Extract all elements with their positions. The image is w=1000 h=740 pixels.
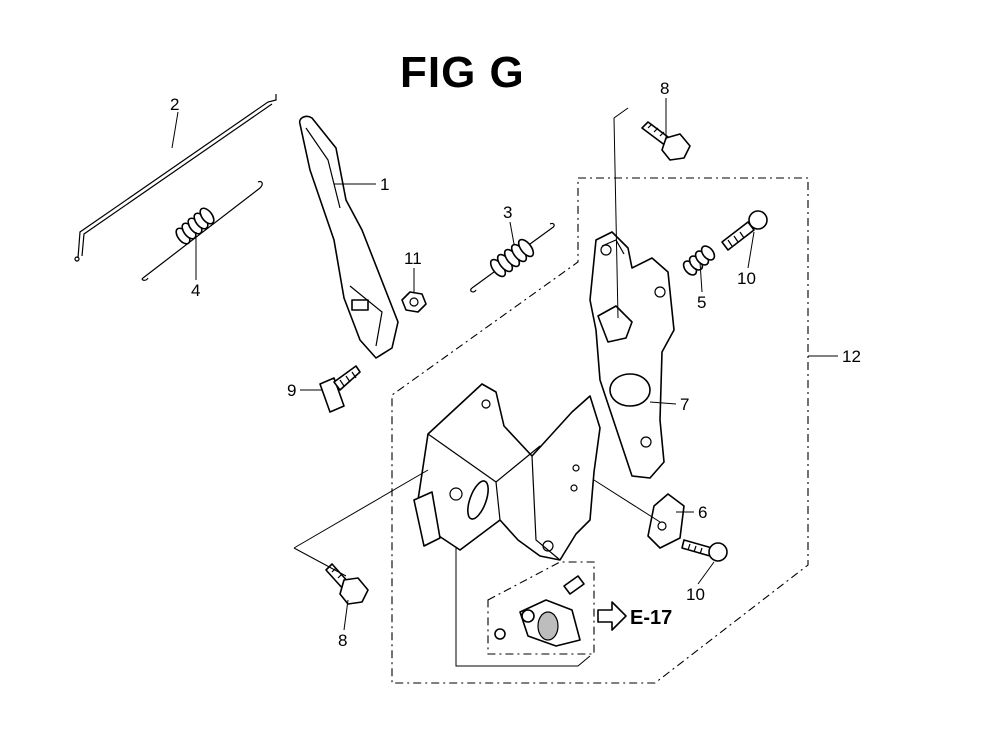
part-10-upper-bolt	[721, 210, 768, 251]
part-8-bottom-bolt	[325, 563, 369, 605]
callout-1: 1	[380, 175, 389, 194]
assembly-12-boundary	[391, 177, 809, 684]
callout-2: 2	[170, 95, 179, 114]
callout-9: 9	[287, 381, 296, 400]
reference-label-e17: E-17	[630, 607, 672, 629]
callout-leaders	[171, 98, 838, 631]
callout-5: 5	[697, 293, 706, 312]
callout-11: 11	[404, 249, 422, 268]
callout-10-upper: 10	[737, 269, 756, 288]
callout-7: 7	[680, 395, 689, 414]
part-9-bolt	[319, 365, 361, 413]
callout-4: 4	[191, 281, 200, 300]
callout-6: 6	[698, 503, 707, 522]
arrow-icon	[597, 601, 627, 631]
part-1-lever	[298, 115, 399, 359]
callout-8-top: 8	[660, 79, 669, 98]
part-10-lower-bolt	[681, 539, 728, 562]
part-6-clip	[647, 493, 685, 549]
sub-assembly-e17-boundary	[487, 561, 595, 655]
sub-assembly-e17-parts	[494, 575, 585, 647]
main-bracket	[413, 383, 601, 561]
callout-3: 3	[503, 203, 512, 222]
part-2-rod	[74, 94, 277, 262]
part-7-control-plate	[589, 231, 675, 479]
callout-12: 12	[842, 347, 861, 366]
figure-title: FIG G	[400, 48, 525, 97]
part-5-spring	[682, 245, 716, 276]
part-3-spring	[470, 222, 555, 293]
part-8-top-bolt	[641, 121, 691, 161]
callout-10-lower: 10	[686, 585, 705, 604]
callout-8-bottom: 8	[338, 631, 347, 650]
part-11-nut	[401, 291, 427, 313]
assembly-guide-lines	[293, 107, 661, 667]
part-4-spring	[141, 180, 263, 281]
